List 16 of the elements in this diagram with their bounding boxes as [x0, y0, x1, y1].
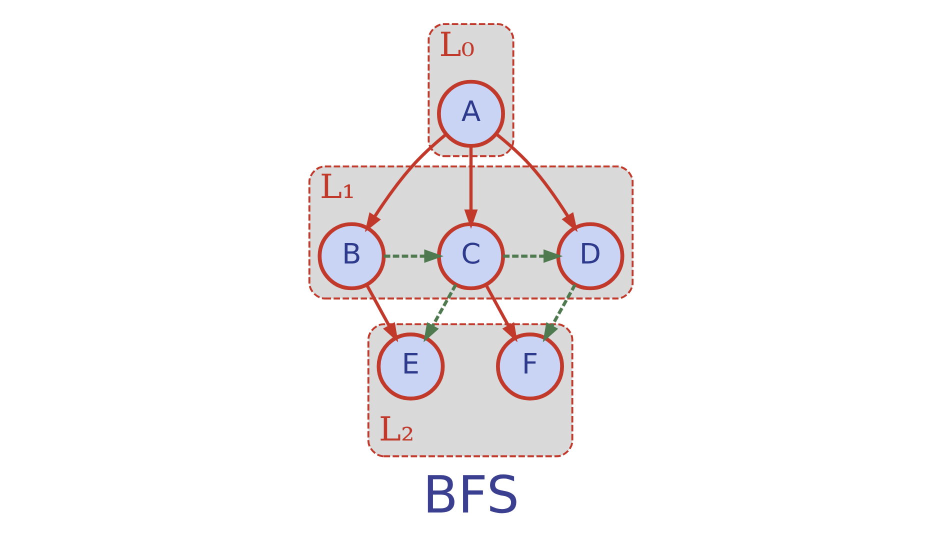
node-circle: D: [556, 222, 624, 290]
arrow: [424, 284, 458, 342]
node-circle: A: [437, 80, 505, 148]
arrow: [542, 284, 576, 342]
arrow: [495, 132, 578, 232]
node-circle: E: [376, 332, 445, 400]
arrow: [503, 249, 563, 263]
arrow: [484, 284, 518, 342]
arrow: [384, 249, 444, 263]
node-circle: B: [318, 222, 386, 290]
arrow: [464, 146, 478, 229]
caption: BFS: [422, 466, 520, 526]
arrow: [364, 133, 448, 232]
node-circle: F: [496, 332, 564, 400]
arrow: [365, 284, 398, 342]
node-circle: C: [437, 222, 505, 290]
